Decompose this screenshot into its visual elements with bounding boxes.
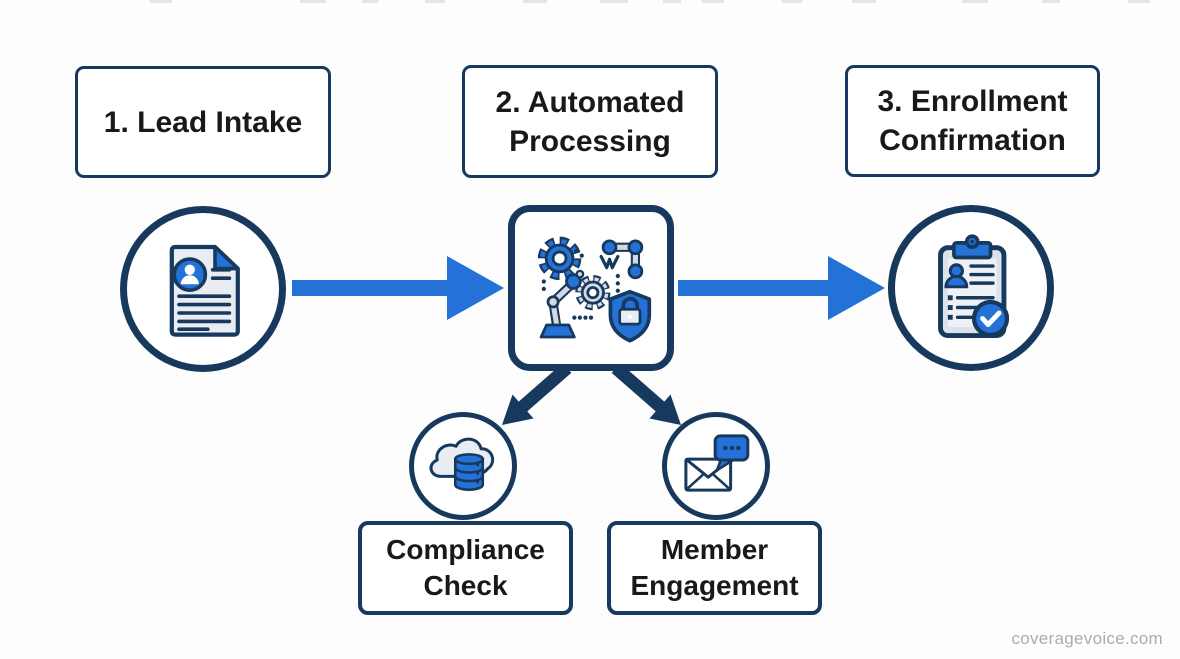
step-box-lead-intake: 1. Lead Intake <box>75 66 331 178</box>
cloud-database-icon <box>429 437 495 491</box>
shield-lock-icon <box>608 289 652 343</box>
branch-box-compliance-check: Compliance Check <box>358 521 573 615</box>
step-box-enrollment-confirmation: 3. Enrollment Confirmation <box>845 65 1100 177</box>
arrow-processing-to-member <box>611 363 681 425</box>
watermark: coveragevoice.com <box>1011 629 1163 648</box>
step-label: 2. Automated Processing <box>495 85 685 158</box>
blue-gear-icon <box>537 236 582 281</box>
gray-gear-icon <box>575 275 611 311</box>
robot-arm-bottom-icon <box>539 269 585 339</box>
accent-dots <box>541 248 620 320</box>
step-box-automated-processing: 2. Automated Processing <box>462 65 718 178</box>
robot-arm-top-icon <box>599 239 644 280</box>
compliance-check-circle <box>409 412 517 520</box>
branch-label: Compliance Check <box>386 534 545 601</box>
lead-intake-circle <box>120 206 286 372</box>
envelope-chat-icon <box>684 434 750 492</box>
member-engagement-circle <box>662 412 770 520</box>
automation-gears-robot-shield-icon <box>537 236 652 343</box>
enrollment-confirmation-circle <box>888 205 1054 371</box>
database-icon <box>453 453 485 491</box>
branch-label: Member Engagement <box>630 534 799 601</box>
clipboard-check-icon <box>938 234 1010 339</box>
step-label: 3. Enrollment Confirmation <box>877 85 1068 157</box>
arrow-lead-to-processing <box>292 256 504 320</box>
avatar-icon <box>944 263 969 289</box>
chat-bubble-icon <box>713 434 750 472</box>
automated-processing-box <box>508 205 674 371</box>
lead-document-icon <box>169 244 240 337</box>
arrow-processing-to-enrollment <box>678 256 885 320</box>
branch-box-member-engagement: Member Engagement <box>607 521 822 615</box>
arrow-processing-to-compliance <box>502 363 572 425</box>
check-badge-icon <box>971 299 1010 338</box>
step-label: 1. Lead Intake <box>103 105 303 139</box>
